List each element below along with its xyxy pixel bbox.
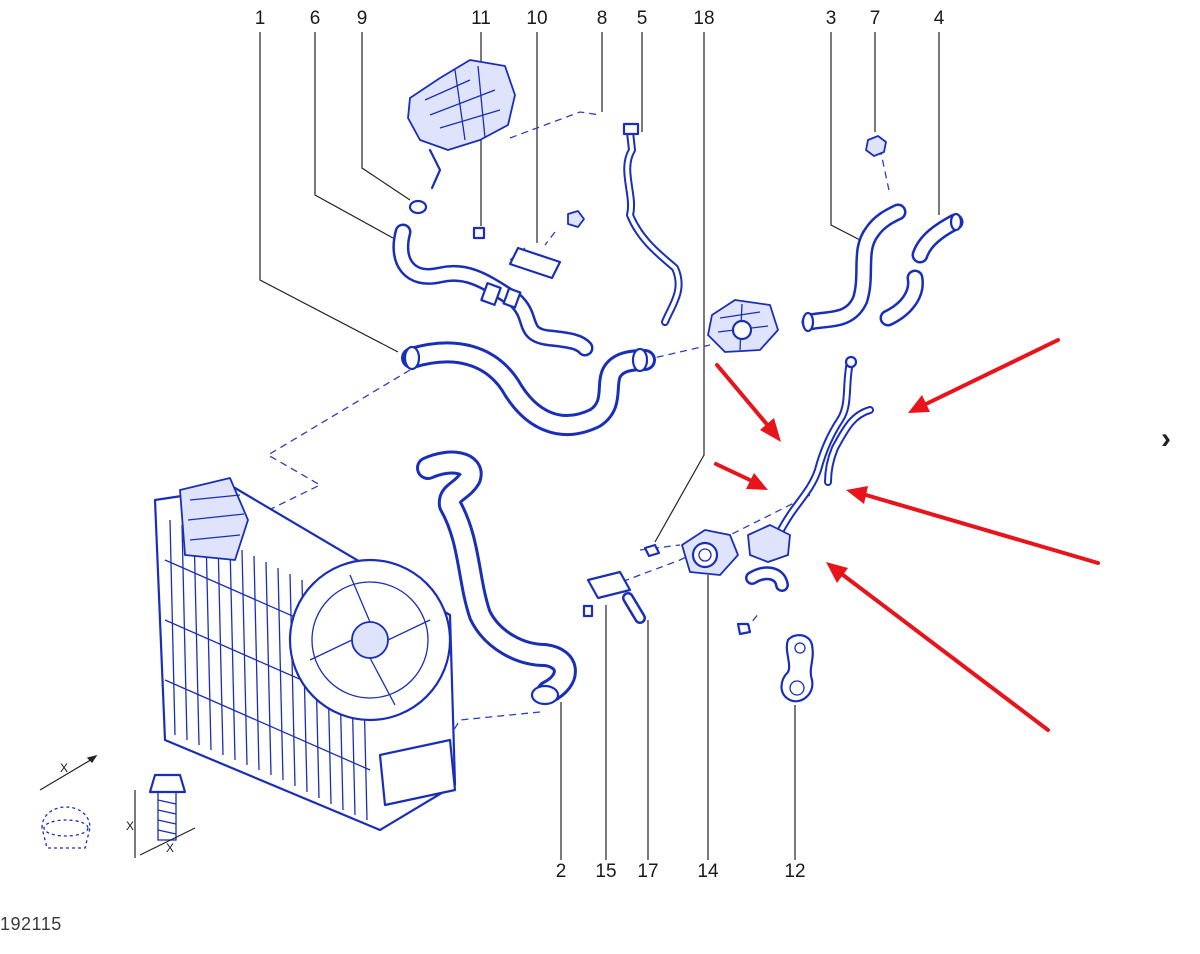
red-arrow-2 xyxy=(714,462,768,490)
callout-15: 15 xyxy=(595,861,616,882)
dimension-mark: X xyxy=(166,841,174,855)
pipe-5 xyxy=(622,122,683,326)
radiator-fan-module xyxy=(153,477,457,832)
callout-18: 18 xyxy=(693,8,714,29)
red-arrow-5 xyxy=(826,562,1050,732)
hose-2 xyxy=(416,450,577,706)
callout-8: 8 xyxy=(597,8,608,29)
hose-1 xyxy=(401,341,656,436)
nut-detail: X xyxy=(39,755,98,849)
chevron-right-icon[interactable]: › xyxy=(1161,422,1171,455)
thermostat-housing xyxy=(707,299,779,353)
callout-2: 2 xyxy=(556,861,567,882)
reference-code: 192115 xyxy=(0,914,62,934)
dimension-mark: X xyxy=(126,819,134,833)
hose-6 xyxy=(392,223,594,357)
bolt-18 xyxy=(643,543,752,636)
dimension-mark: X xyxy=(60,761,68,775)
callout-17: 17 xyxy=(637,861,658,882)
red-arrow-4 xyxy=(846,486,1100,565)
callout-5: 5 xyxy=(637,8,648,29)
bracket-15 xyxy=(582,570,632,618)
callout-4: 4 xyxy=(934,8,945,29)
water-pump-14 xyxy=(681,529,739,576)
cap-12 xyxy=(780,634,814,703)
callout-3: 3 xyxy=(826,8,837,29)
highlight-arrows xyxy=(714,338,1100,732)
expansion-tank xyxy=(407,59,516,215)
leader-lines xyxy=(259,32,940,860)
callout-11: 11 xyxy=(471,8,491,29)
bracket-10 xyxy=(472,210,585,280)
bolt-detail: X X xyxy=(126,773,196,858)
callout-14: 14 xyxy=(697,861,719,882)
callout-7: 7 xyxy=(870,8,881,29)
callout-6: 6 xyxy=(310,8,321,29)
callout-10: 10 xyxy=(526,8,547,29)
hose-3 xyxy=(801,203,907,333)
hose-17 xyxy=(622,592,646,624)
callout-9: 9 xyxy=(357,8,368,29)
red-arrow-3 xyxy=(908,338,1060,413)
red-arrow-1 xyxy=(715,363,781,442)
callout-1: 1 xyxy=(255,8,266,29)
heater-pipe-assembly xyxy=(745,355,874,592)
hose-4 xyxy=(879,212,964,327)
callout-12: 12 xyxy=(784,861,805,882)
bleed-screw-7 xyxy=(865,135,887,157)
